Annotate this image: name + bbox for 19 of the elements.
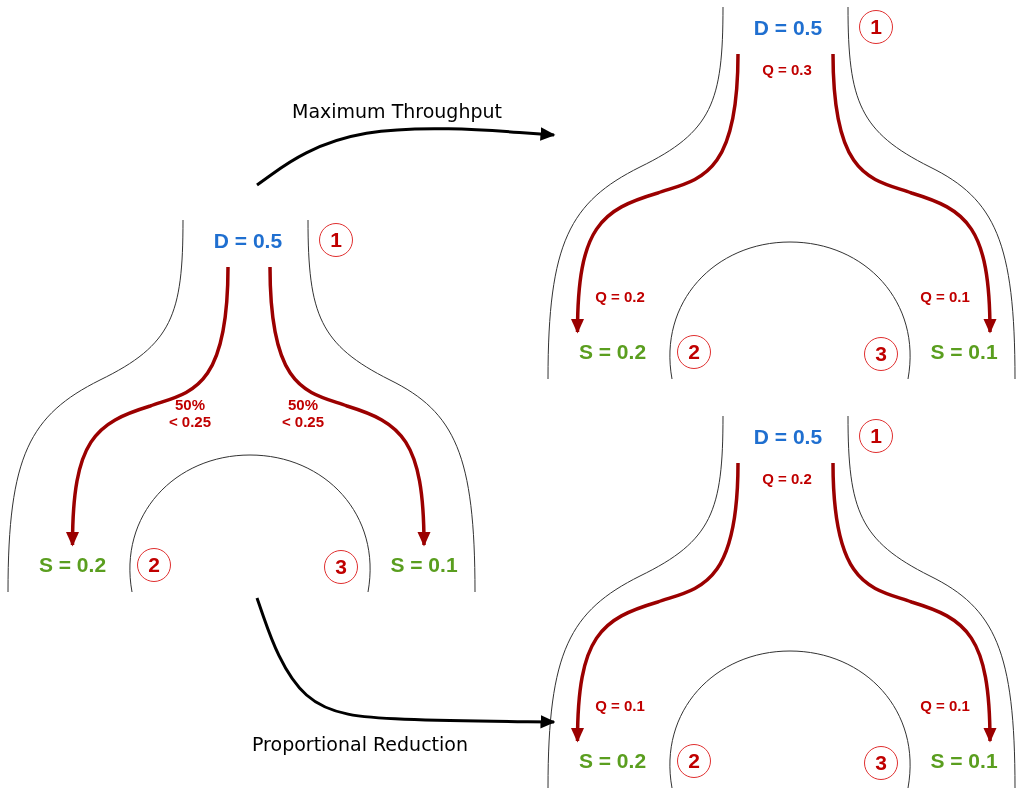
edge-label: Maximum Throughput	[292, 100, 502, 122]
supply-value: S = 0.1	[918, 338, 1010, 366]
supply-value: S = 0.2	[565, 747, 660, 775]
supply-value: S = 0.1	[378, 551, 470, 579]
arrow	[255, 597, 556, 729]
arrow	[831, 462, 997, 743]
supply-value: S = 0.2	[565, 338, 660, 366]
arrow	[571, 462, 740, 743]
demand-value: D = 0.5	[738, 14, 838, 44]
demand-value: D = 0.5	[738, 423, 838, 453]
arrow	[66, 266, 230, 547]
arrow	[268, 266, 431, 547]
arrow	[256, 127, 556, 187]
supply-value: S = 0.2	[25, 551, 120, 579]
arrow	[571, 53, 740, 334]
supply-value: S = 0.1	[918, 747, 1010, 775]
edge-label: Proportional Reduction	[252, 733, 468, 755]
arrow	[831, 53, 997, 334]
demand-value: D = 0.5	[198, 227, 298, 257]
